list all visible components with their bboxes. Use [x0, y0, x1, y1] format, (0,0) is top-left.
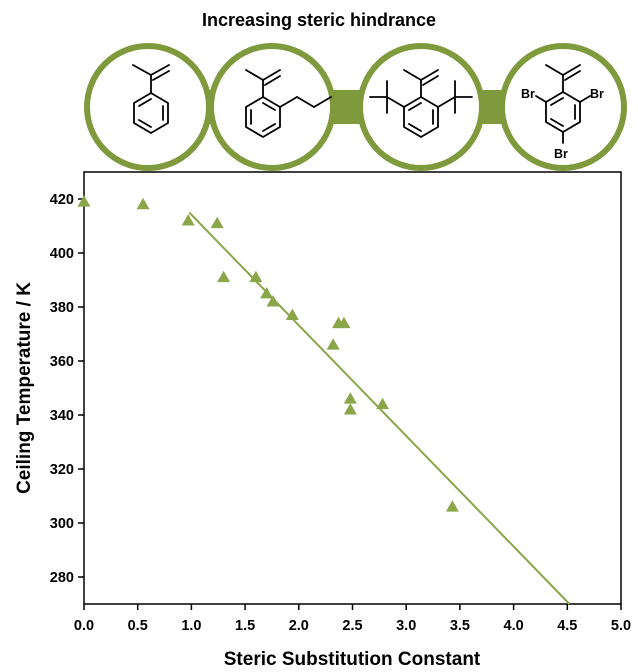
data-points	[77, 195, 459, 512]
data-point	[217, 270, 231, 283]
y-tick-label: 340	[50, 408, 74, 424]
data-point	[136, 197, 150, 210]
plot: 0.0 0.5 1.0 1.5 2.0 2.5 3.0 3.5 4.0 4.5 5.0 280 300…	[14, 171, 631, 670]
x-tick-label: 4.5	[557, 618, 577, 634]
y-tick-label: 280	[50, 570, 74, 586]
y-tick-label: 420	[50, 192, 74, 208]
x-axis-label: Steric Substitution Constant	[224, 649, 481, 670]
data-point	[260, 287, 274, 299]
molecule-structure	[369, 69, 473, 138]
data-point	[343, 403, 357, 415]
molecule-2-propyl-alpha-methylstyrene	[208, 43, 336, 171]
molecule-structure	[245, 69, 332, 138]
x-tick-label: 5.0	[611, 618, 631, 634]
molecule-circle	[84, 43, 212, 171]
bromine-label: Br	[554, 147, 568, 161]
data-point	[337, 316, 351, 329]
data-point	[77, 195, 91, 207]
header-title: Increasing steric hindrance	[202, 10, 436, 30]
y-tick-label: 360	[50, 354, 74, 370]
bromine-label: Br	[521, 87, 535, 101]
data-point	[181, 214, 195, 226]
bromine-label: Br	[590, 87, 604, 101]
data-point	[343, 392, 357, 404]
x-tick-label: 3.5	[450, 618, 470, 634]
data-point	[210, 216, 224, 229]
molecule-2-4-6-tribromo-alpha-methylstyrene: Br Br Br	[499, 43, 627, 171]
molecule-circle	[357, 43, 485, 171]
y-tick-label: 380	[50, 300, 74, 316]
molecule-circle	[499, 43, 627, 171]
molecule-structure	[132, 64, 170, 134]
data-point	[249, 270, 263, 283]
molecule-structure	[535, 64, 591, 144]
molecule-alpha-methylstyrene	[84, 43, 212, 171]
x-tick-label: 4.0	[504, 618, 524, 634]
molecule-circle	[208, 43, 336, 171]
x-tick-label: 1.0	[181, 618, 201, 634]
data-point	[376, 397, 390, 410]
molecule-2-6-di-tert-butyl-alpha-methylstyrene	[357, 43, 485, 171]
data-point	[285, 308, 299, 320]
y-tick-label: 400	[50, 246, 74, 262]
data-point	[326, 338, 340, 350]
y-tick-label: 320	[50, 462, 74, 478]
x-tick-label: 2.0	[289, 618, 309, 634]
x-tick-label: 2.5	[342, 618, 362, 634]
x-tick-label: 3.0	[396, 618, 416, 634]
x-tick-label: 0.5	[128, 618, 148, 634]
y-axis-label: Ceiling Temperature / K	[14, 282, 35, 494]
y-axis: 280 300 320 340 360 380 400 420	[50, 192, 84, 586]
x-tick-label: 1.5	[235, 618, 255, 634]
data-point	[266, 295, 280, 307]
data-point	[445, 500, 459, 512]
plot-frame	[83, 171, 622, 605]
x-axis: 0.0 0.5 1.0 1.5 2.0 2.5 3.0 3.5 4.0 4.5 5.0	[74, 604, 631, 634]
x-tick-label: 0.0	[74, 618, 94, 634]
y-tick-label: 300	[50, 516, 74, 532]
